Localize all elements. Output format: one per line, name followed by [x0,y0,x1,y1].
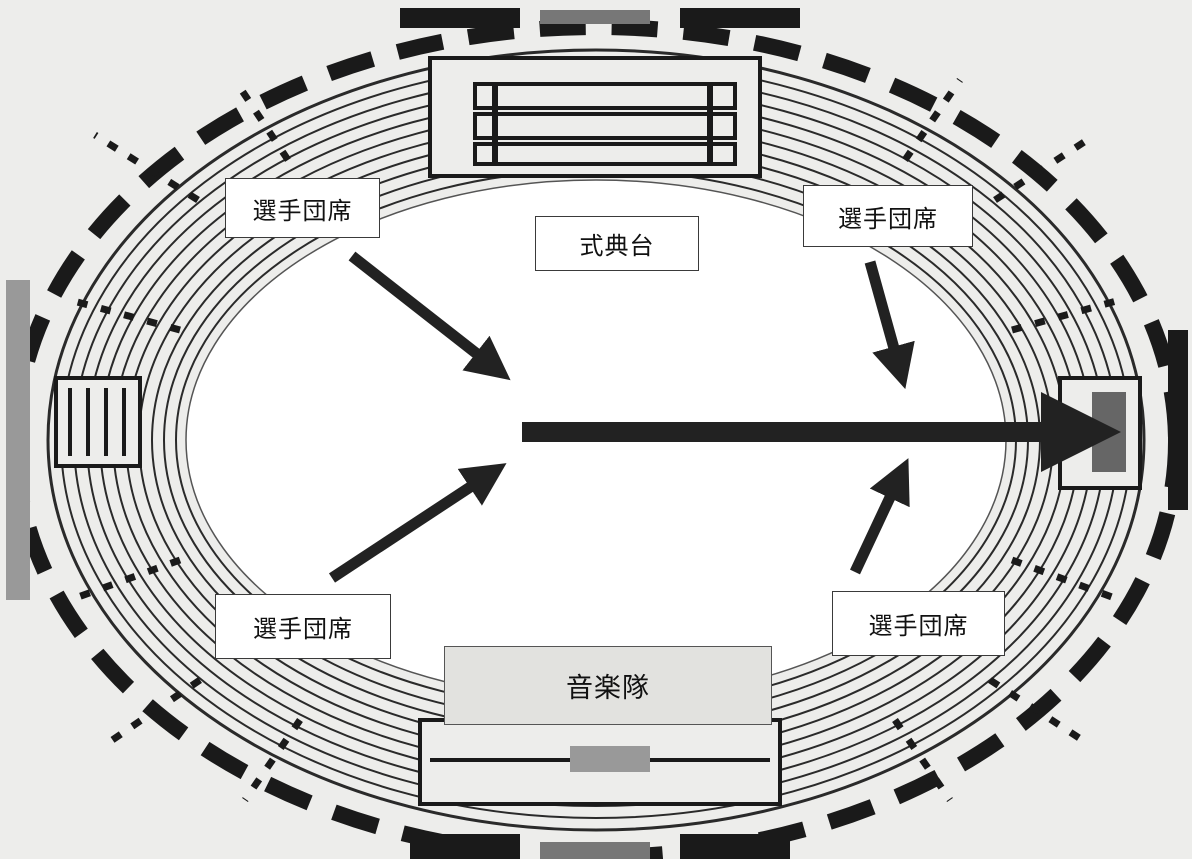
bottom-stand [410,718,790,859]
left-gate [6,280,142,600]
arrow-bottom-right [850,458,910,575]
march-arrows [328,251,1121,583]
radial-aisles [68,78,1122,802]
ceremony-stage: 式典台 [535,216,699,271]
delegation-seat-bottom-right: 選手団席 [832,591,1005,656]
main-stand [400,8,800,178]
band-area: 音楽隊 [444,646,772,725]
delegation-seat-top-right: 選手団席 [803,185,973,247]
arrow-top-left [348,251,511,381]
delegation-seat-top-left: 選手団席 [225,178,380,238]
right-gate [1058,330,1188,510]
arrow-bottom-left [328,463,507,583]
delegation-seat-bottom-left: 選手団席 [215,594,391,659]
arrow-top-right [864,260,915,390]
